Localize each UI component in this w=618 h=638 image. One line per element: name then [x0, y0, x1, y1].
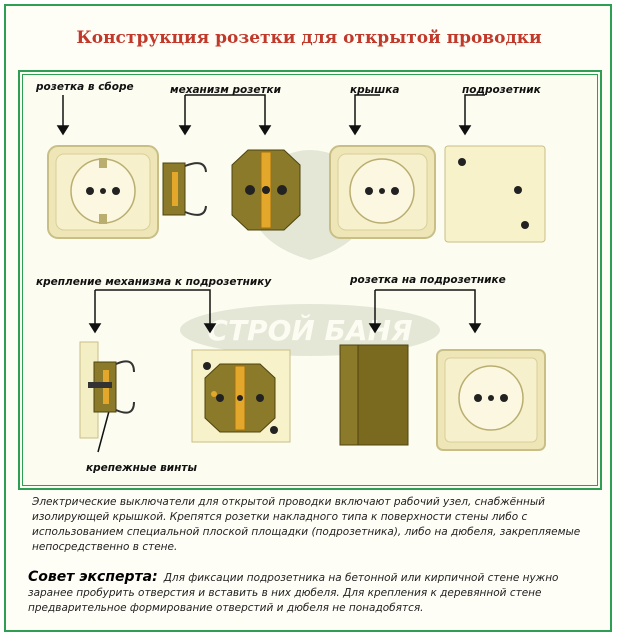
expert-tip: Совет эксперта:Для фиксации подрозетника…: [28, 570, 598, 616]
socket-on-box-side-view: [339, 344, 409, 446]
label-assembled: розетка в сборе: [36, 81, 134, 93]
mounting-side-view: [79, 341, 135, 439]
socket-box: [444, 145, 546, 243]
socket-on-box-front-view: [436, 349, 546, 451]
label-screws: крепежные винты: [86, 462, 197, 474]
watermark-text: СТРОЙ БАНЯ: [207, 313, 412, 347]
label-mechanism: механизм розетки: [170, 84, 282, 96]
mechanism-side-view: [162, 162, 207, 216]
mounting-front-view: [191, 349, 291, 443]
arrows-row-1: [56, 94, 485, 136]
expert-tip-heading: Совет эксперта:: [28, 569, 158, 585]
label-on-box: розетка на подрозетнике: [350, 274, 506, 286]
label-cover: крышка: [350, 84, 400, 96]
label-mounting: крепление механизма к подрозетнику: [36, 276, 272, 288]
mechanism-front-view: [231, 149, 301, 231]
description-text: Электрические выключатели для открытой п…: [32, 496, 581, 553]
label-box: подрозетник: [462, 84, 541, 96]
expert-tip-text: Для фиксации подрозетника на бетонной ил…: [28, 572, 559, 614]
diagram-frame-inner: [22, 74, 598, 486]
page-title: Конструкция розетки для открытой проводк…: [76, 28, 542, 48]
socket-assembled: [47, 145, 159, 239]
arrows-row-2: [88, 289, 482, 453]
socket-cover: [329, 145, 436, 239]
